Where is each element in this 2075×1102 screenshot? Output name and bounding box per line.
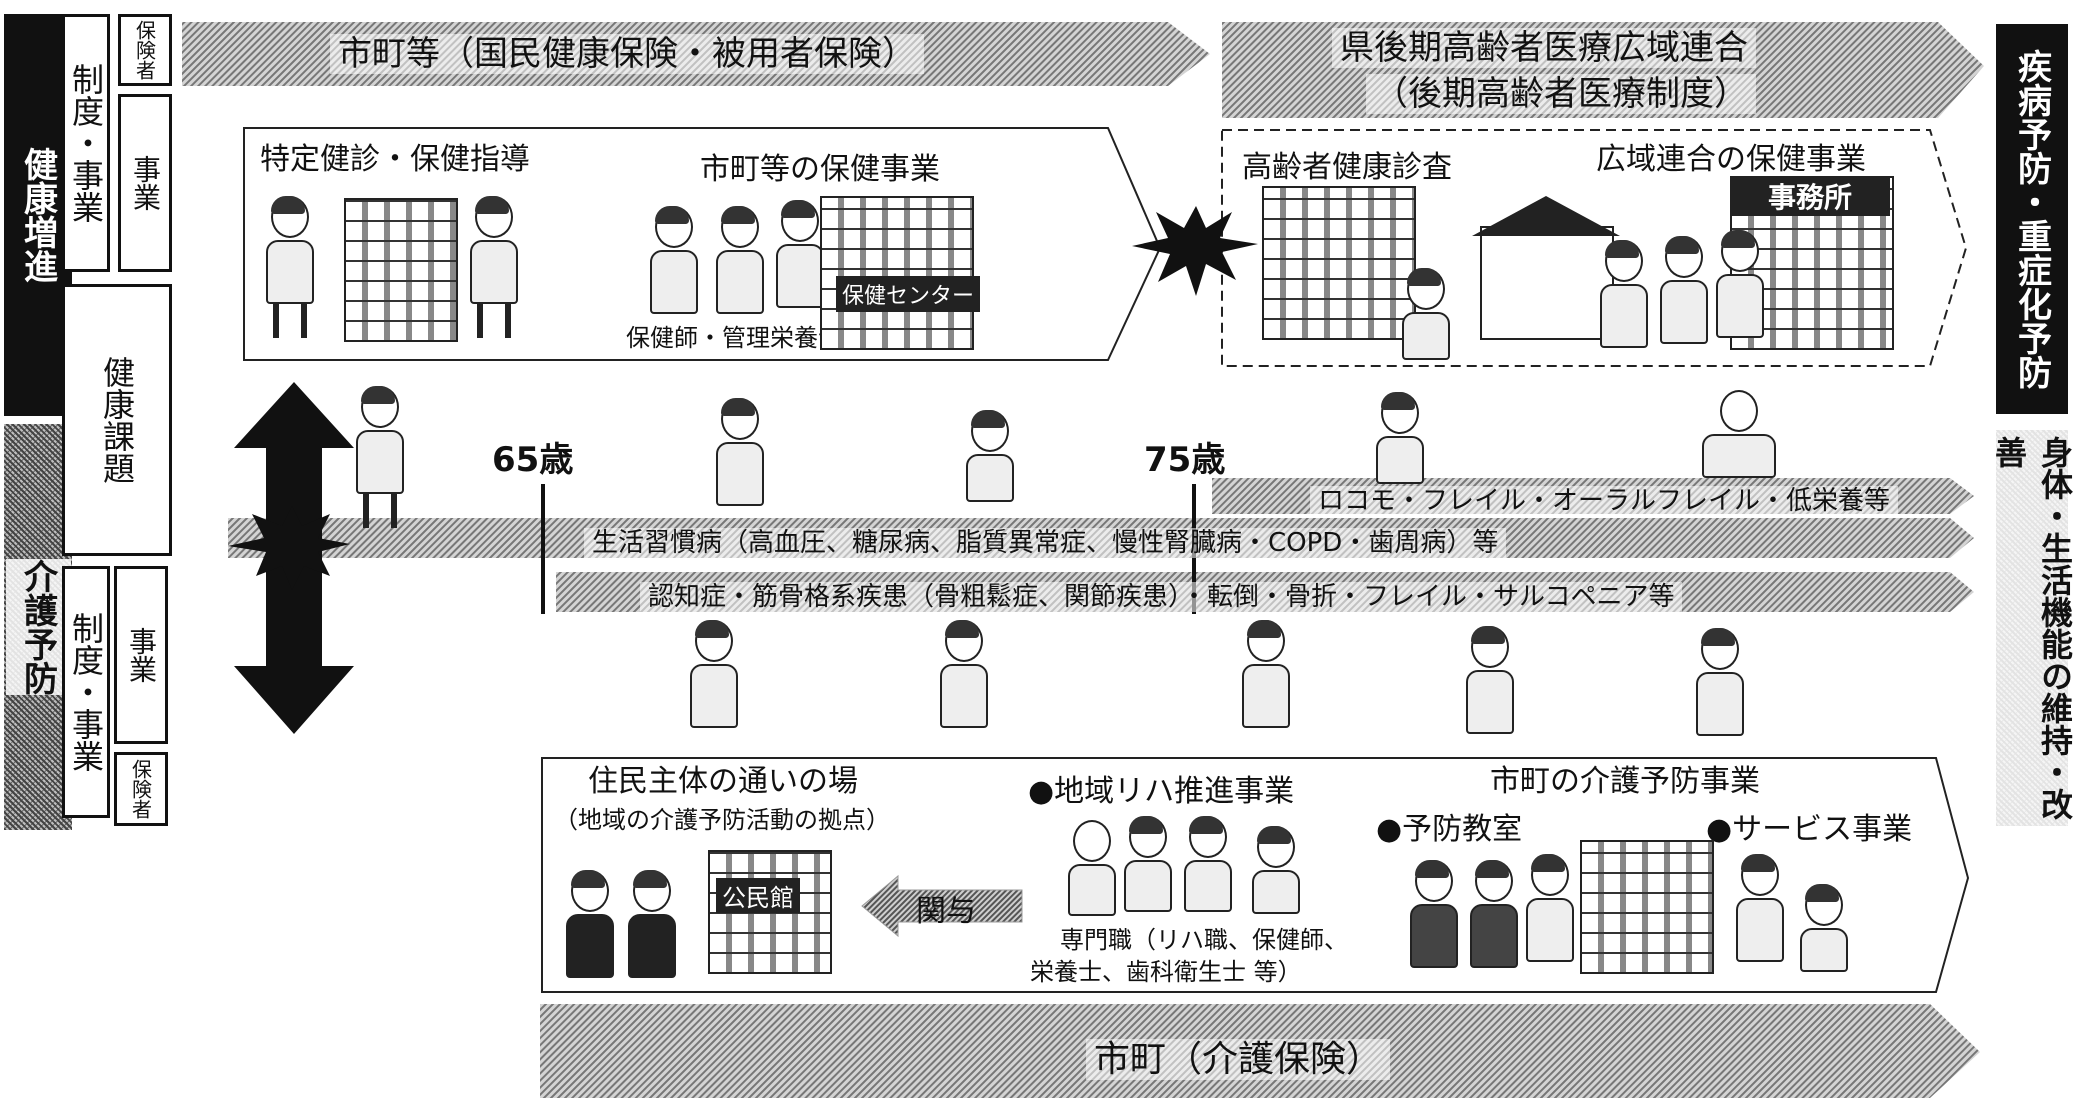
doctor-illustration <box>1402 268 1450 360</box>
involvement-arrow <box>861 874 1023 938</box>
professionals-text: 専門職（リハ職、保健師、 <box>1060 926 1348 954</box>
health-center-illustration <box>820 196 974 350</box>
person-illustration <box>1466 626 1514 734</box>
elderly-person-illustration <box>1600 240 1648 348</box>
elderly-person-illustration <box>1660 236 1708 344</box>
professional-illustration <box>1068 820 1116 916</box>
person-illustration <box>1470 860 1518 968</box>
business-top: 事業 <box>118 94 172 272</box>
person-illustration <box>690 620 738 728</box>
starburst-top <box>1132 206 1258 296</box>
involvement-text: 関与 <box>916 894 976 929</box>
wide-area-union-text: 県後期高齢者医療広域連合 <box>1332 28 1756 69</box>
professionals-text-2: 栄養士、歯科衛生士 等） <box>1030 958 1302 986</box>
exercising-person-illustration <box>566 870 614 978</box>
person-illustration <box>1376 392 1424 484</box>
professional-illustration <box>1252 826 1300 914</box>
care-prevention-label: 介護予防 <box>4 424 72 830</box>
care-center-illustration <box>1580 840 1714 974</box>
person-illustration <box>966 410 1014 502</box>
resident-place-sub-text: （地域の介護予防活動の拠点） <box>554 806 890 834</box>
union-health-business-text: 広域連合の保健事業 <box>1596 142 1866 177</box>
care-band-text: 認知症・筋骨格系疾患（骨粗鬆症、関節疾患）・転倒・骨折・フレイル・サルコペニア等 <box>640 576 1683 613</box>
exercising-person-illustration <box>628 870 676 978</box>
specific-checkup-text: 特定健診・保健指導 <box>260 142 530 177</box>
care-insurance-text: 市町（介護保険） <box>1086 1030 1391 1082</box>
person-illustration <box>1736 854 1784 962</box>
municipal-health-business-text: 市町等の保健事業 <box>700 152 940 187</box>
office-sign: 事務所 <box>1730 176 1890 216</box>
elderly-person-illustration <box>1716 230 1764 338</box>
disease-prevention-label: 疾病予防・重症化予防 <box>1996 24 2068 414</box>
municipal-insurer-text: 市町等（国民健康保険・被用者保険） <box>330 34 924 75</box>
person-illustration <box>940 620 988 728</box>
prevention-class-text: ●予防教室 <box>1376 812 1523 847</box>
professional-illustration <box>1124 816 1172 912</box>
person-illustration <box>716 206 764 314</box>
clinic-illustration <box>1262 186 1416 340</box>
house-roof <box>1472 196 1620 236</box>
house-illustration <box>1480 226 1614 340</box>
rehab-promotion-text: ●地域リハ推進事業 <box>1028 774 1295 809</box>
person-illustration <box>650 206 698 314</box>
frail-band-text: ロコモ・フレイル・オーラルフレイル・低栄養等 <box>1310 480 1899 517</box>
person-illustration <box>716 398 764 506</box>
person-illustration <box>776 200 824 308</box>
person-illustration <box>1410 860 1458 968</box>
age-75-label: 75歳 <box>1144 440 1226 480</box>
lifestyle-band-text: 生活習慣病（高血圧、糖尿病、脂質異常症、慢性腎臓病・COPD・歯周病）等 <box>584 522 1507 559</box>
professional-illustration <box>1184 816 1232 912</box>
insurer-bottom: 保険者 <box>114 752 168 826</box>
person-illustration <box>356 386 404 528</box>
person-illustration <box>470 196 518 338</box>
elderly-checkup-text: 高齢者健康診査 <box>1242 150 1452 185</box>
person-illustration <box>1800 884 1848 972</box>
health-issues-label: 健康課題 <box>62 284 172 556</box>
function-maintenance-label: 身体・生活機能の維持・改善 <box>1986 430 2075 826</box>
health-promotion-label: 健康増進 <box>4 14 72 416</box>
starburst-left <box>228 506 350 590</box>
system-business-top: 制度・事業 <box>62 14 110 272</box>
person-illustration <box>266 196 314 338</box>
person-illustration <box>1696 628 1744 736</box>
insurer-top: 保険者 <box>118 14 172 86</box>
community-hall-sign: 公民館 <box>716 878 800 913</box>
system-business-bottom: 制度・事業 <box>62 566 110 818</box>
resident-place-text: 住民主体の通いの場 <box>588 764 858 799</box>
municipal-care-prevention-text: 市町の介護予防事業 <box>1490 764 1760 799</box>
age-65-label: 65歳 <box>492 440 574 480</box>
wide-area-system-text: （後期高齢者医療制度） <box>1366 74 1756 115</box>
person-illustration <box>1242 620 1290 728</box>
bedridden-person-illustration <box>1702 390 1776 478</box>
health-center-sign: 保健センター <box>836 276 981 312</box>
business-bottom: 事業 <box>114 566 168 744</box>
person-illustration <box>1526 854 1574 962</box>
service-business-text: ●サービス事業 <box>1706 812 1913 847</box>
hospital-illustration <box>344 198 458 342</box>
